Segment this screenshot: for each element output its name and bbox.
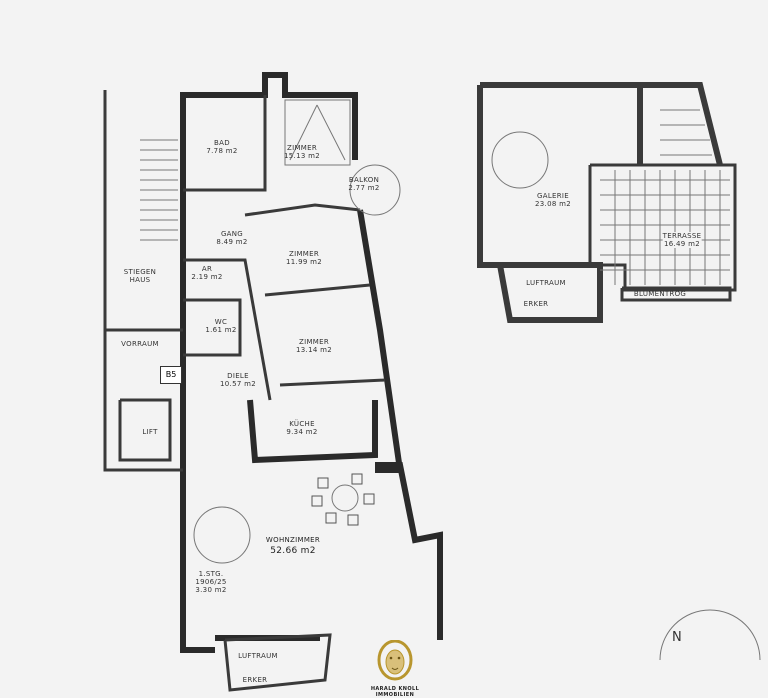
wall-living-right [375,462,443,640]
room-name: LUFTRAUM [526,279,566,287]
room-name: WOHNZIMMER [265,536,321,544]
wall-zimmer2-bottom [264,283,371,297]
room-area: 2.19 m2 [191,273,223,281]
compass-north-label: N [672,630,682,645]
compass-north: N [672,630,682,645]
room-label-blumentrog: BLUMENTROG [634,290,686,298]
spiral-stair-lower [193,506,251,564]
room-name: TERRASSE [662,232,702,240]
wall-zimmer2 [244,203,361,217]
blumentrog [620,286,732,302]
room-area: 15.13 m2 [284,152,320,160]
bed-1 [284,99,351,166]
room-name: STIEGEN [123,268,157,276]
upper-stair-steps [660,109,712,156]
room-name: BALKON [348,176,380,184]
company-logo: HARALD KNOLL IMMOBILIEN [360,639,430,698]
room-label-lift: LIFT [142,428,157,436]
wall-kitchen [247,399,378,464]
chair [317,477,329,489]
room-name: ZIMMER [298,338,330,346]
entrance-marker: B5 [160,366,182,384]
room-name: ZIMMER [286,144,318,152]
room-area: 1.61 m2 [205,326,237,334]
wall-stair [103,90,183,472]
wall-upper-top [480,82,723,166]
room-name: GALERIE [537,192,569,200]
chair [351,473,363,485]
wall-upper-outer [477,85,603,323]
stg-line-3: 3.30 m2 [195,586,227,594]
room-name: LUFTRAUM [238,652,278,660]
room-name: VORRAUM [121,340,159,348]
stg-line-1: 1.STG. [198,570,224,578]
logo-line-1: HARALD KNOLL [370,686,420,692]
room-name-2: HAUS [129,276,151,284]
wall-outer-left [180,95,215,653]
room-label-erker-lower: ERKER [243,676,268,684]
wall-right [357,209,404,473]
room-label-wohnzimmer: WOHNZIMMER 52.66 m2 [266,535,320,557]
terrace-grid [600,170,730,285]
chair [311,495,323,507]
stg-line-2: 1906/25 [195,578,227,586]
terrace-border [588,163,737,292]
room-name: DIELE [227,372,249,380]
room-name: ERKER [523,300,549,308]
room-area: 16.49 m2 [664,240,700,248]
wall-wc [183,298,242,357]
wall-gang [183,258,272,401]
room-name: ZIMMER [288,250,320,258]
wall-lift [118,398,172,462]
room-area: 8.49 m2 [216,238,248,246]
room-name: ERKER [242,676,268,684]
balkon-outline [349,164,401,216]
wall-zimmer3-bottom [279,378,386,387]
room-area: 11.99 m2 [286,258,322,266]
room-label-erker-upper: ERKER [524,300,549,308]
room-area: 2.77 m2 [348,184,380,192]
room-label-luftraum-lower: LUFTRAUM [238,652,278,660]
room-name: BLUMENTROG [633,290,687,298]
room-area: 13.14 m2 [296,346,332,354]
spiral-stair-upper [491,131,549,189]
staircase-steps [140,139,178,241]
wall-bad [183,95,267,192]
room-name: AR [201,265,213,273]
room-name: WC [214,318,228,326]
room-name: GANG [220,230,244,238]
room-area: 52.66 m2 [270,546,316,556]
chair [325,512,337,524]
chair [363,493,375,505]
compass-circle [659,609,761,661]
dining-table [331,484,359,512]
lion-logo-icon [377,639,413,681]
room-name: BAD [214,139,230,147]
room-area: 10.57 m2 [220,380,256,388]
room-area: 9.34 m2 [286,428,318,436]
room-name: LIFT [142,428,158,436]
chair [347,514,359,526]
room-label-vorraum: VORRAUM [121,340,159,348]
room-label-luftraum-upper: LUFTRAUM [526,279,566,287]
room-area: 23.08 m2 [535,200,571,208]
room-name: KÜCHE [289,420,315,428]
wall-luftraum-lower [223,633,332,692]
logo-line-2: IMMOBILIEN [375,692,415,698]
room-area: 7.78 m2 [206,147,238,155]
